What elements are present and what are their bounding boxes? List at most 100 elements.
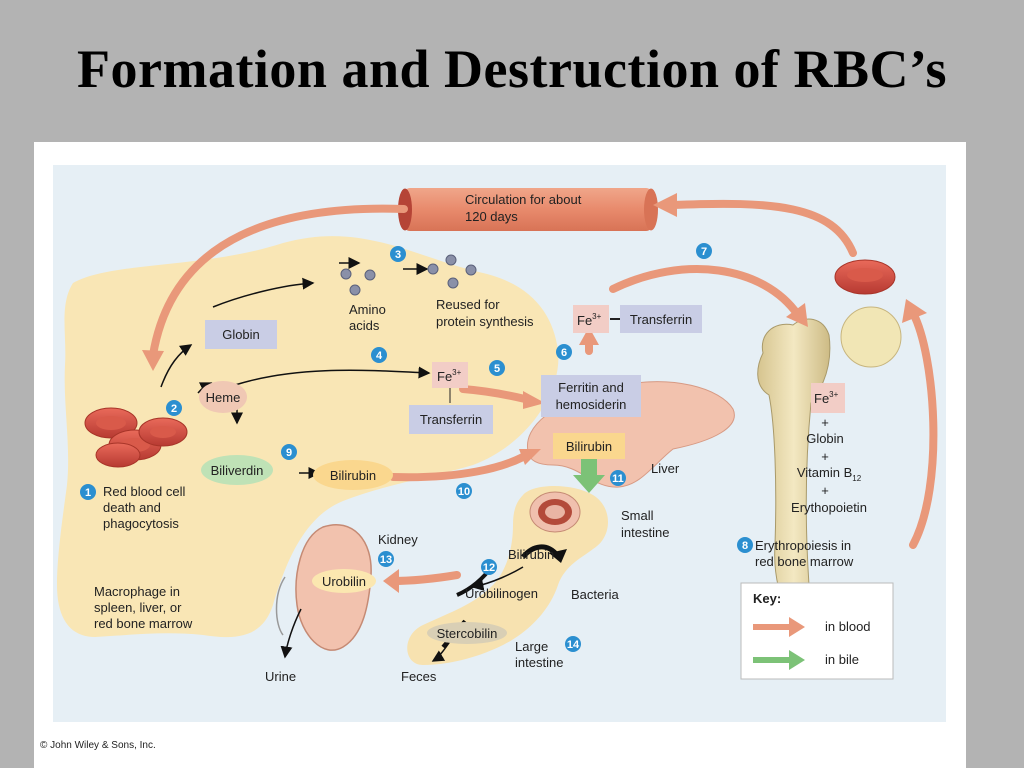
fe-box-bone xyxy=(811,383,845,413)
svg-text:4: 4 xyxy=(376,350,383,362)
bilirubin-text-3: Bilirubin xyxy=(508,547,554,562)
feces-text: Feces xyxy=(401,669,437,684)
svg-text:7: 7 xyxy=(701,246,707,258)
transferrin-label-2: Transferrin xyxy=(630,312,692,327)
rbc-death-text-2: death and xyxy=(103,500,161,515)
fe-label-3: Fe3+ xyxy=(814,390,839,406)
step-8: 8 xyxy=(737,537,753,553)
key-title: Key: xyxy=(753,591,781,606)
erythropoiesis-text-2: red bone marrow xyxy=(755,554,854,569)
step-1: 1 xyxy=(80,484,96,500)
rbc-death-text-3: phagocytosis xyxy=(103,516,179,531)
fe-label-2: Fe3+ xyxy=(577,312,602,328)
fe-label-1: Fe3+ xyxy=(437,368,462,384)
macrophage-cell xyxy=(57,236,559,638)
svg-text:2: 2 xyxy=(171,403,177,415)
step-markers: 1 2 3 4 5 6 7 8 9 10 11 12 13 14 xyxy=(80,243,753,652)
step-6: 6 xyxy=(556,344,572,360)
plus-1: + xyxy=(821,415,829,430)
large-intestine-text-2: intestine xyxy=(515,655,563,670)
slide-title: Formation and Destruction of RBC’s xyxy=(77,39,947,99)
ferritin-label-1: Ferritin and xyxy=(558,380,624,395)
amino-text-1: Amino xyxy=(349,302,386,317)
bilirubin-label-1: Bilirubin xyxy=(330,468,376,483)
kidney-text: Kidney xyxy=(378,532,418,547)
copyright-notice: © John Wiley & Sons, Inc. xyxy=(40,740,156,751)
biliverdin-ellipse xyxy=(201,455,273,485)
urobilin-ellipse xyxy=(312,569,376,593)
ferritin-label-2: hemosiderin xyxy=(556,397,627,412)
key-in-blood: in blood xyxy=(825,619,871,634)
blood-arrows xyxy=(149,199,938,585)
ferritin-box xyxy=(541,375,641,417)
step-4: 4 xyxy=(371,347,387,363)
step-5: 5 xyxy=(489,360,505,376)
step-11: 11 xyxy=(610,470,626,486)
circulating-rbc xyxy=(834,259,896,295)
globin-label: Globin xyxy=(222,327,260,342)
step-9: 9 xyxy=(281,444,297,460)
liver-text: Liver xyxy=(651,461,680,476)
plus-2: + xyxy=(821,449,829,464)
urine-text: Urine xyxy=(265,669,296,684)
circulation-text-2: 120 days xyxy=(465,209,518,224)
stercobilin-label: Stercobilin xyxy=(437,626,498,641)
urobilin-label: Urobilin xyxy=(322,574,366,589)
svg-text:13: 13 xyxy=(380,554,392,566)
transferrin-label-1: Transferrin xyxy=(420,412,482,427)
step-13: 13 xyxy=(378,551,394,567)
transferrin-box-2 xyxy=(620,305,702,333)
svg-text:12: 12 xyxy=(483,562,495,574)
bacteria-text: Bacteria xyxy=(571,587,619,602)
svg-text:9: 9 xyxy=(286,447,292,459)
reused-text-2: protein synthesis xyxy=(436,314,534,329)
step-10: 10 xyxy=(456,483,472,499)
small-intestine-text-1: Small xyxy=(621,508,654,523)
circulation-text-1: Circulation for about xyxy=(465,192,582,207)
fe-box-2 xyxy=(573,305,609,333)
urobilinogen-text: Urobilinogen xyxy=(465,586,538,601)
svg-text:1: 1 xyxy=(85,487,91,499)
flow-arrows xyxy=(160,257,524,662)
reused-text-1: Reused for xyxy=(436,297,500,312)
fe-box-1 xyxy=(432,362,468,388)
heme-ellipse xyxy=(199,381,247,413)
step-7: 7 xyxy=(696,243,712,259)
step-12: 12 xyxy=(481,559,497,575)
legend-key: Key: in blood in bile xyxy=(740,582,894,680)
macrophage-text-3: red bone marrow xyxy=(94,616,193,631)
blood-arrowheads xyxy=(142,193,927,593)
key-in-bile: in bile xyxy=(825,652,859,667)
svg-text:3: 3 xyxy=(395,249,401,261)
circulation-vessel xyxy=(398,188,658,231)
step-3: 3 xyxy=(390,246,406,262)
svg-text:5: 5 xyxy=(494,363,500,375)
bilirubin-label-2: Bilirubin xyxy=(566,439,612,454)
heme-label: Heme xyxy=(206,390,241,405)
biliverdin-label: Biliverdin xyxy=(211,463,264,478)
plus-3: + xyxy=(821,483,829,498)
svg-text:10: 10 xyxy=(458,486,470,498)
rbc-death-text-1: Red blood cell xyxy=(103,484,185,499)
svg-text:11: 11 xyxy=(612,473,624,485)
stercobilin-ellipse xyxy=(427,622,507,644)
transferrin-box-1 xyxy=(409,405,493,434)
globin-box xyxy=(205,320,277,349)
erythropoiesis-text-1: Erythropoiesis in xyxy=(755,538,851,553)
step-14: 14 xyxy=(565,636,581,652)
svg-text:8: 8 xyxy=(742,540,748,552)
bilirubin-ellipse xyxy=(313,460,393,490)
large-intestine-text-1: Large xyxy=(515,639,548,654)
svg-text:6: 6 xyxy=(561,347,567,359)
amino-acid-dots xyxy=(340,254,477,296)
bilirubin-box-liver xyxy=(553,433,625,459)
macrophage-text-1: Macrophage in xyxy=(94,584,180,599)
rbc-cycle-diagram: Globin Heme Biliverdin Bilirubin Fe3+ Tr… xyxy=(53,165,946,722)
macrophage-text-2: spleen, liver, or xyxy=(94,600,182,615)
step-2: 2 xyxy=(166,400,182,416)
vitamin-text: Vitamin B12 xyxy=(797,465,862,483)
svg-text:14: 14 xyxy=(567,639,580,651)
epo-text: Erythopoietin xyxy=(791,500,867,515)
red-blood-cells xyxy=(84,407,188,468)
globin-text-bone: Globin xyxy=(806,431,844,446)
